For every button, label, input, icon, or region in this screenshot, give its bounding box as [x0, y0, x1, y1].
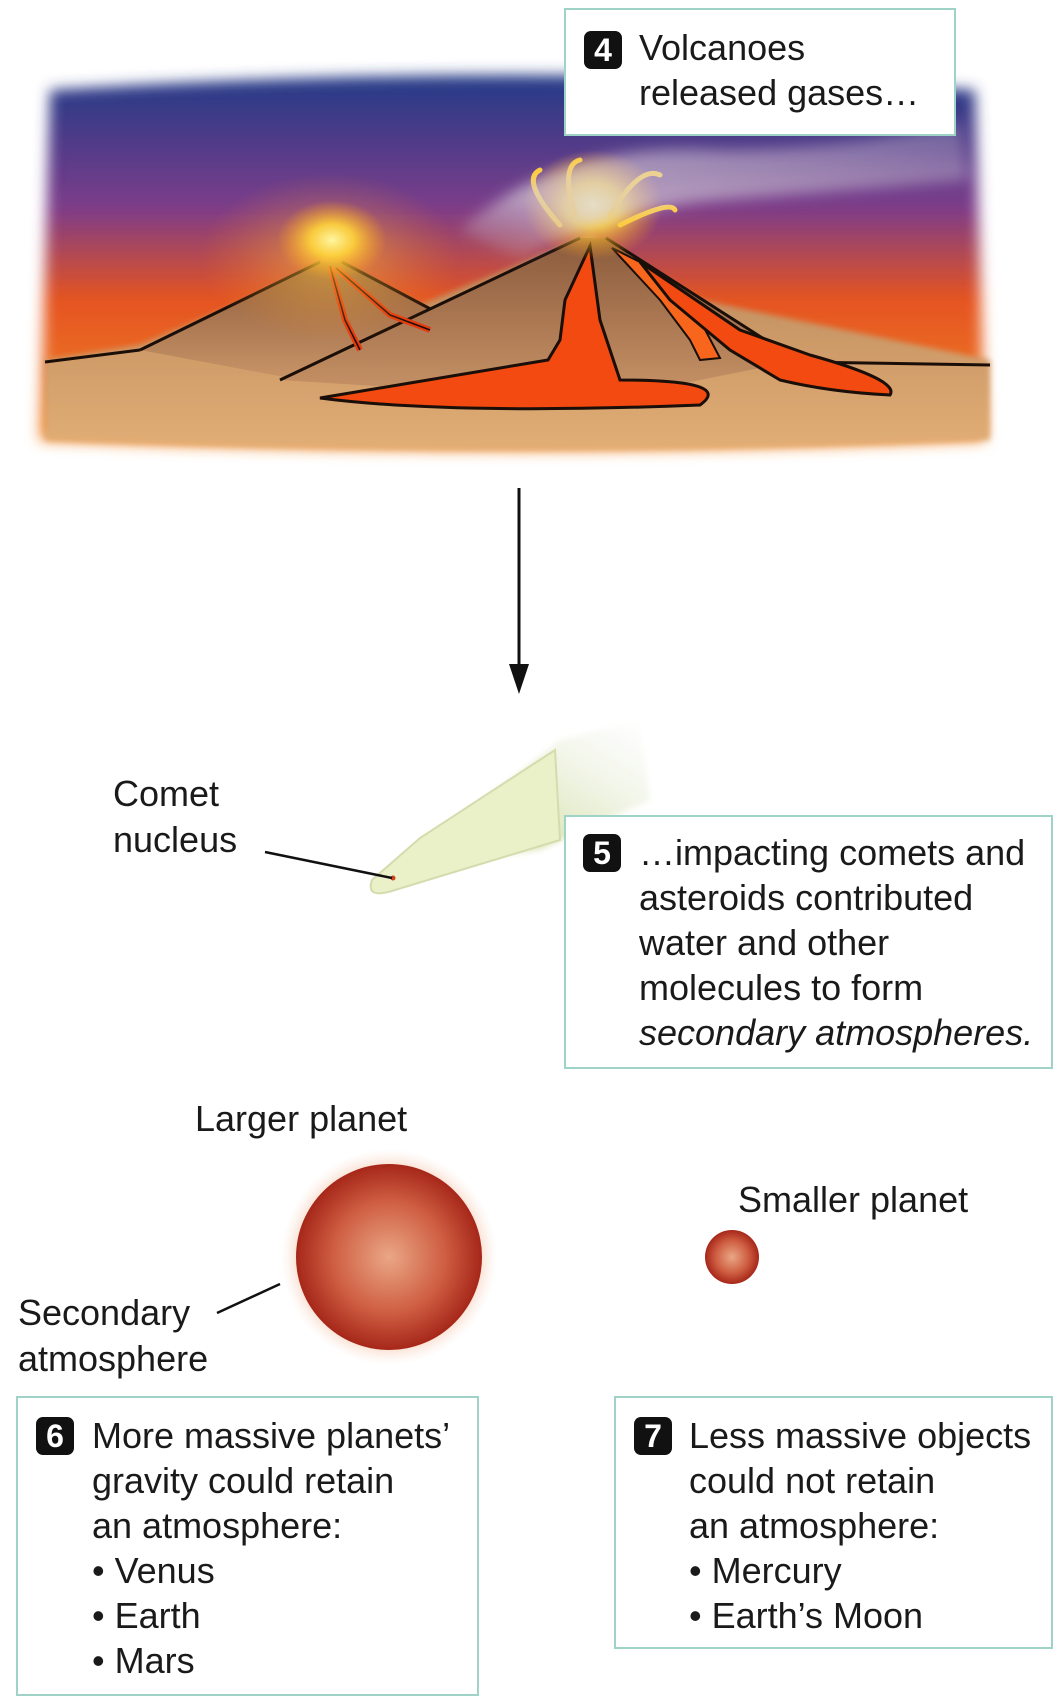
step-5-line-3: water and other: [639, 920, 1033, 965]
smaller-planet: [705, 1230, 759, 1284]
comet-nucleus-label: Comet nucleus: [113, 771, 237, 863]
down-arrow-icon: [509, 488, 529, 694]
comet-nucleus-leader-line: [265, 852, 392, 878]
larger-planet-label: Larger planet: [195, 1096, 407, 1142]
step-6-planet-list: Venus Earth Mars: [92, 1548, 450, 1683]
step-4-line-1: Volcanoes: [639, 25, 919, 70]
step-7-line-2: could not retain: [689, 1458, 1031, 1503]
secondary-atmosphere-label-line-1: Secondary: [18, 1290, 208, 1336]
step-7-line-3: an atmosphere:: [689, 1503, 1031, 1548]
list-item: Earth’s Moon: [689, 1593, 1031, 1638]
larger-planet: [281, 1149, 497, 1365]
smaller-planet-label: Smaller planet: [738, 1177, 968, 1223]
step-4-box: 4 Volcanoes released gases…: [564, 8, 956, 136]
comet-nucleus-label-line-1: Comet: [113, 771, 237, 817]
list-item: Mercury: [689, 1548, 1031, 1593]
secondary-atmosphere-label: Secondary atmosphere: [18, 1290, 208, 1382]
step-5-italic-term: secondary atmospheres.: [639, 1010, 1033, 1055]
secondary-atmosphere-label-line-2: atmosphere: [18, 1336, 208, 1382]
step-4-line-2: released gases…: [639, 70, 919, 115]
step-4-badge: 4: [584, 31, 622, 69]
step-6-badge: 6: [36, 1417, 74, 1455]
step-5-line-4: molecules to form: [639, 965, 1033, 1010]
secondary-atmosphere-leader-line: [217, 1284, 280, 1313]
list-item: Mars: [92, 1638, 450, 1683]
step-7-object-list: Mercury Earth’s Moon: [689, 1548, 1031, 1638]
step-6-line-2: gravity could retain: [92, 1458, 450, 1503]
list-item: Venus: [92, 1548, 450, 1593]
step-6-line-3: an atmosphere:: [92, 1503, 450, 1548]
step-6-box: 6 More massive planets’ gravity could re…: [16, 1396, 479, 1696]
step-7-badge: 7: [634, 1417, 672, 1455]
step-5-line-2: asteroids contributed: [639, 875, 1033, 920]
step-7-box: 7 Less massive objects could not retain …: [614, 1396, 1053, 1649]
step-5-box: 5 …impacting comets and asteroids contri…: [564, 815, 1053, 1069]
step-6-line-1: More massive planets’: [92, 1413, 450, 1458]
step-7-line-1: Less massive objects: [689, 1413, 1031, 1458]
list-item: Earth: [92, 1593, 450, 1638]
step-5-line-1: …impacting comets and: [639, 830, 1033, 875]
step-5-badge: 5: [583, 834, 621, 872]
comet-nucleus-label-line-2: nucleus: [113, 817, 237, 863]
